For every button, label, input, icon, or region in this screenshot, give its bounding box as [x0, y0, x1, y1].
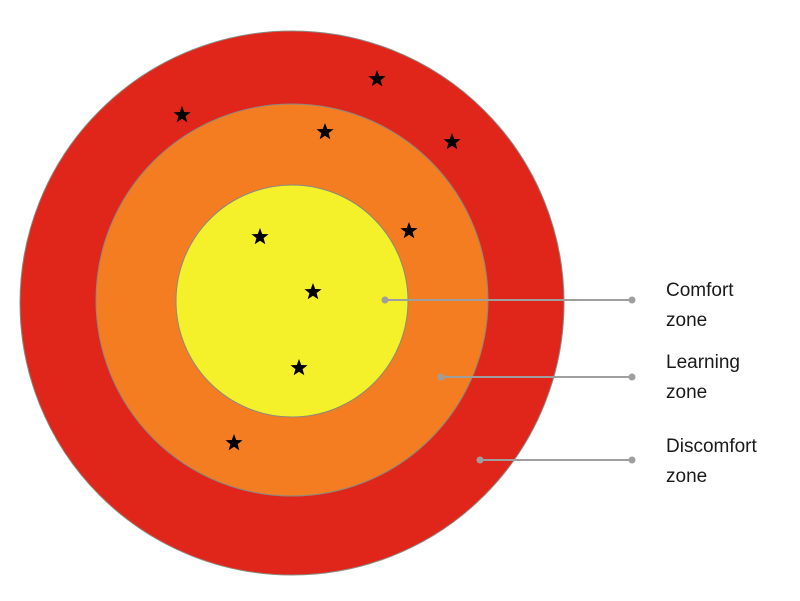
- star-icon: [368, 70, 386, 87]
- learning-zone-leader-start-dot: [437, 373, 445, 381]
- comfort-zone-label-line1: Comfort: [666, 280, 734, 301]
- star-icon: [304, 283, 322, 300]
- discomfort-zone-leader-end-dot: [628, 456, 636, 464]
- star-icon: [443, 133, 461, 150]
- star-icon: [251, 228, 269, 245]
- comfort-zone-label-line2: zone: [666, 310, 708, 331]
- comfort-zone-leader-end-dot: [628, 296, 636, 304]
- learning-zone-label: Learning zone: [666, 348, 796, 408]
- discomfort-zone-leader-start-dot: [476, 456, 484, 464]
- discomfort-zone-label: Discomfort zone: [666, 432, 796, 492]
- star-icon: [316, 123, 334, 140]
- star-icon: [173, 106, 191, 123]
- learning-zone-label-line2: zone: [666, 382, 708, 403]
- star-icon: [225, 434, 243, 451]
- star-icon: [400, 222, 418, 239]
- star-icon: [290, 359, 308, 376]
- comfort-zone-leader-start-dot: [381, 296, 389, 304]
- comfort-zone-label: Comfort zone: [666, 276, 796, 336]
- learning-zone-leader-end-dot: [628, 373, 636, 381]
- discomfort-zone-label-line2: zone: [666, 466, 708, 487]
- comfort-zone-circle: [175, 184, 409, 418]
- discomfort-zone-label-line1: Discomfort: [666, 436, 757, 457]
- learning-zone-label-line1: Learning: [666, 352, 740, 373]
